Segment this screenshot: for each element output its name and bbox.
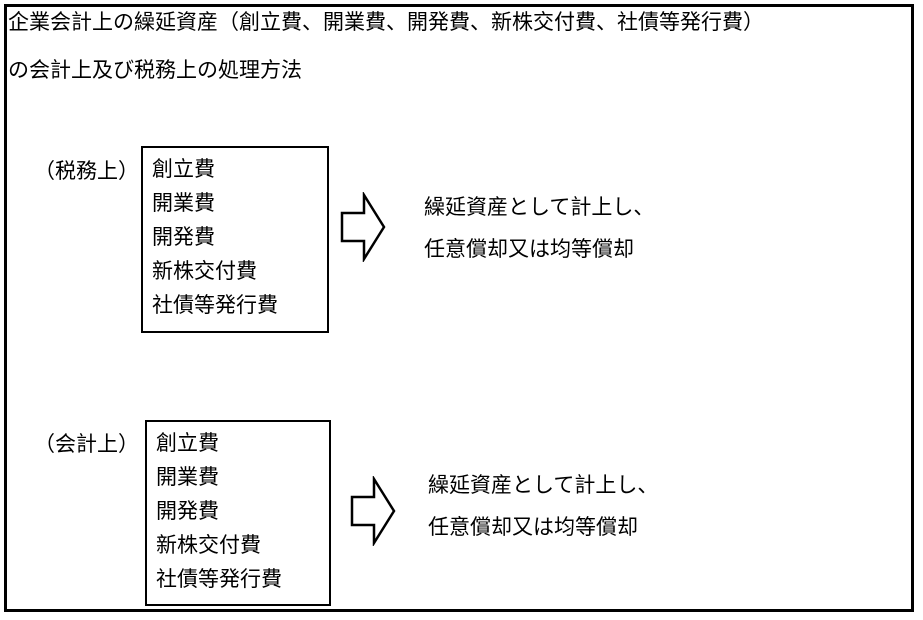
list-item: 創立費	[152, 157, 215, 181]
deferred-asset-list-tax: 創立費 開業費 開発費 新株交付費 社債等発行費	[141, 146, 329, 333]
deferred-asset-list-accounting: 創立費 開業費 開発費 新株交付費 社債等発行費	[145, 420, 331, 606]
list-item: 開業費	[156, 465, 219, 489]
list-item: 新株交付費	[156, 533, 261, 557]
treatment-result-accounting: 繰延資産として計上し、 任意償却又は均等償却	[428, 470, 658, 554]
title-line-2: の会計上及び税務上の処理方法	[8, 58, 302, 82]
result-line-2: 任意償却又は均等償却	[428, 515, 638, 539]
list-item: 社債等発行費	[156, 567, 282, 591]
list-item: 創立費	[156, 431, 219, 455]
right-arrow-icon	[340, 192, 386, 262]
list-item: 開業費	[152, 191, 215, 215]
title-line-1: 企業会計上の繰延資産（創立費、開業費、開発費、新株交付費、社債等発行費）	[8, 10, 764, 34]
result-line-2: 任意償却又は均等償却	[424, 237, 634, 261]
list-item: 新株交付費	[152, 259, 257, 283]
section-label-tax: （税務上）	[34, 159, 139, 183]
list-item: 開発費	[156, 499, 219, 523]
document-frame	[4, 4, 914, 612]
list-item: 社債等発行費	[152, 293, 278, 317]
section-label-accounting: （会計上）	[34, 432, 139, 456]
list-item: 開発費	[152, 225, 215, 249]
right-arrow-icon	[350, 476, 396, 546]
result-line-1: 繰延資産として計上し、	[424, 195, 655, 219]
result-line-1: 繰延資産として計上し、	[428, 473, 659, 497]
document-title: 企業会計上の繰延資産（創立費、開業費、開発費、新株交付費、社債等発行費） の会計…	[8, 7, 764, 103]
treatment-result-tax: 繰延資産として計上し、 任意償却又は均等償却	[424, 192, 654, 276]
